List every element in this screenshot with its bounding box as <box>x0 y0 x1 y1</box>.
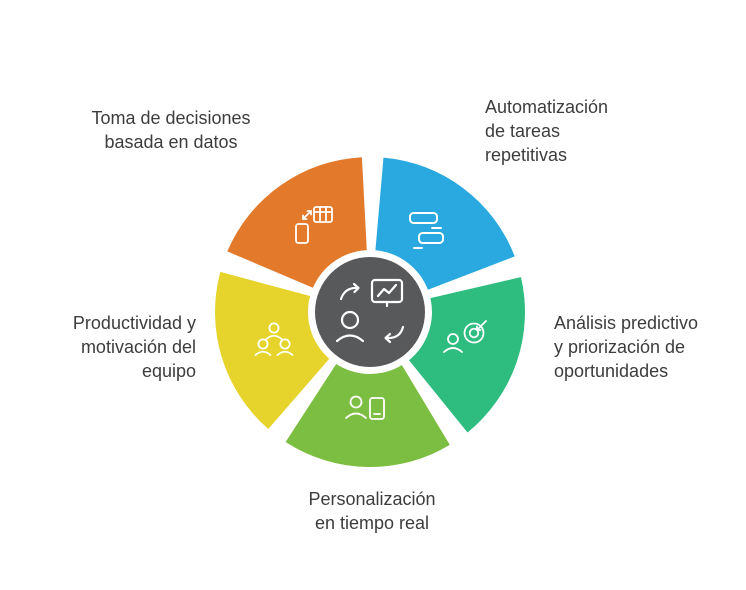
petal-automation <box>375 157 515 290</box>
center-icons <box>335 278 405 344</box>
team-icon <box>254 322 294 356</box>
cycle-arrow-left-icon <box>384 325 405 344</box>
cycle-arrow-right-icon <box>339 282 360 301</box>
petal-decisions <box>227 157 367 288</box>
label-predictive: Análisis predictivo y priorización de op… <box>554 313 699 381</box>
petal-predictive <box>409 277 525 433</box>
center-hub <box>315 257 425 367</box>
petals <box>215 157 525 468</box>
person-tablet-icon <box>345 395 385 420</box>
task-bars-icon <box>409 212 444 249</box>
label-automation: Automatización de tareas repetitivas <box>485 97 609 165</box>
petal-personalization <box>285 364 450 468</box>
label-decisions: Toma de decisiones basada en datos <box>91 108 251 152</box>
person-target-icon <box>443 320 487 353</box>
person-icon <box>335 310 365 343</box>
label-productivity: Productividad y motivación del equipo <box>72 313 196 381</box>
label-personalization: Personalización en tiempo real <box>308 489 436 533</box>
monitor-chart-icon <box>370 278 404 308</box>
petal-productivity <box>215 271 330 429</box>
device-sync-icon <box>295 206 333 244</box>
